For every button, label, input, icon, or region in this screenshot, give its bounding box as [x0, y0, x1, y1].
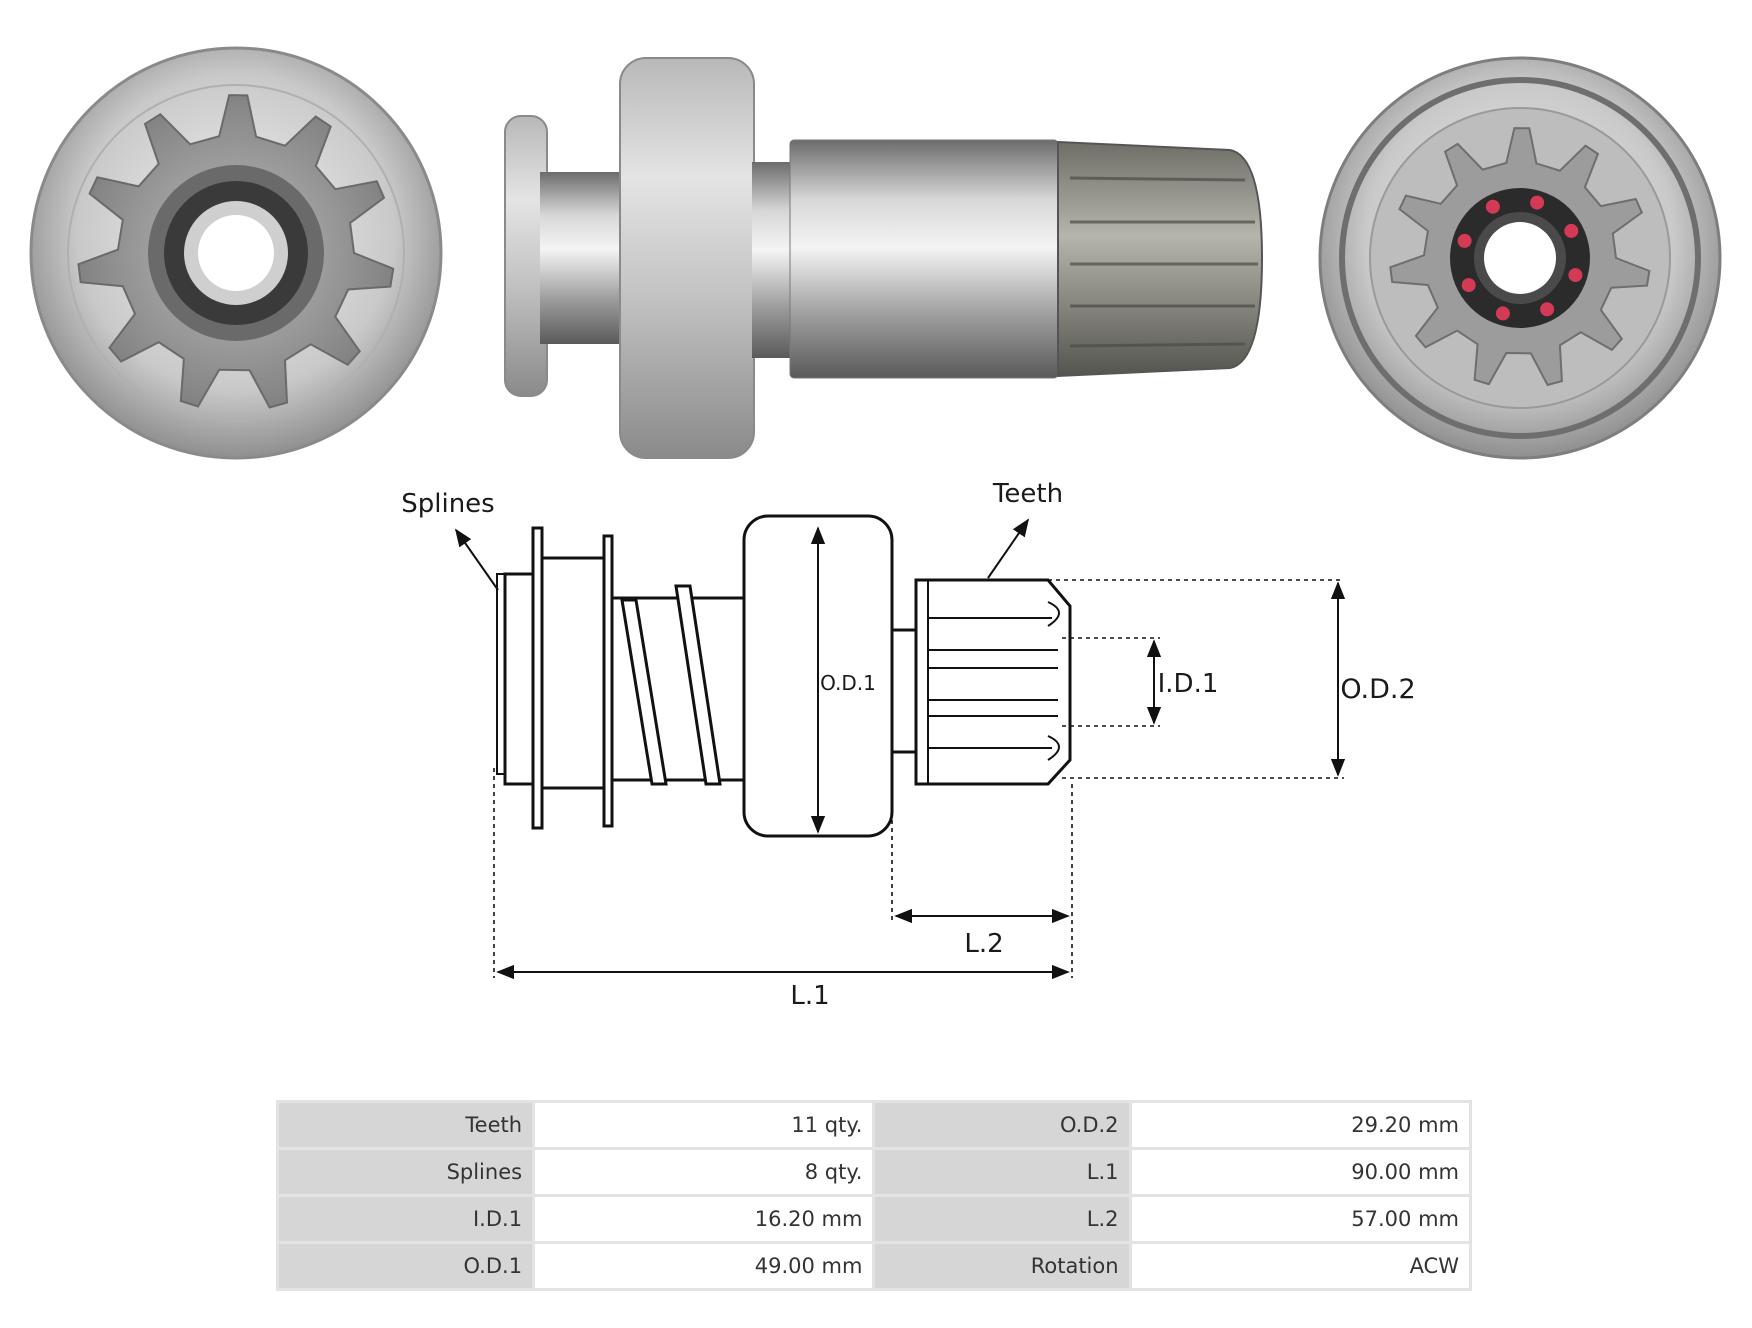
- roller-mark: [1568, 268, 1583, 283]
- front-view-photo: [29, 46, 443, 460]
- back-view-photo: [1318, 56, 1722, 460]
- side-view-photo: [504, 57, 1264, 459]
- spec-value-cell: 90.00 mm: [1131, 1150, 1469, 1194]
- roller-mark: [1530, 195, 1545, 210]
- spec-name-cell: I.D.1: [279, 1197, 533, 1241]
- spec-value-cell: 29.20 mm: [1131, 1103, 1469, 1147]
- roller-mark: [1540, 302, 1555, 317]
- spec-value-cell: 8 qty.: [535, 1150, 873, 1194]
- spec-name-cell: O.D.1: [279, 1244, 533, 1288]
- l1-label: L.1: [790, 981, 829, 1011]
- spec-name-cell: O.D.2: [875, 1103, 1129, 1147]
- spec-value-cell: 11 qty.: [535, 1103, 873, 1147]
- spec-value-cell: 49.00 mm: [535, 1244, 873, 1288]
- spec-value-cell: 16.20 mm: [535, 1197, 873, 1241]
- clutch-rollers: [1457, 195, 1583, 321]
- technical-drawing: Splines Teeth O.D.1 I.D.1 O.D.2 L.2 L.1: [401, 479, 1415, 1011]
- roller-mark: [1485, 199, 1500, 214]
- l2-label: L.2: [964, 929, 1003, 959]
- spec-name-cell: Splines: [279, 1150, 533, 1194]
- roller-mark: [1461, 278, 1476, 293]
- splines-label: Splines: [401, 489, 494, 519]
- spec-name-cell: Teeth: [279, 1103, 533, 1147]
- roller-mark: [1564, 223, 1579, 238]
- roller-mark: [1457, 233, 1472, 248]
- spec-value-cell: ACW: [1131, 1244, 1469, 1288]
- teeth-label: Teeth: [992, 479, 1063, 509]
- spec-value-cell: 57.00 mm: [1131, 1197, 1469, 1241]
- od2-label: O.D.2: [1340, 674, 1415, 705]
- id1-label: I.D.1: [1158, 669, 1219, 699]
- roller-mark: [1495, 306, 1510, 321]
- spec-name-cell: L.1: [875, 1150, 1129, 1194]
- od1-label: O.D.1: [820, 671, 876, 695]
- spec-name-cell: Rotation: [875, 1244, 1129, 1288]
- spec-name-cell: L.2: [875, 1197, 1129, 1241]
